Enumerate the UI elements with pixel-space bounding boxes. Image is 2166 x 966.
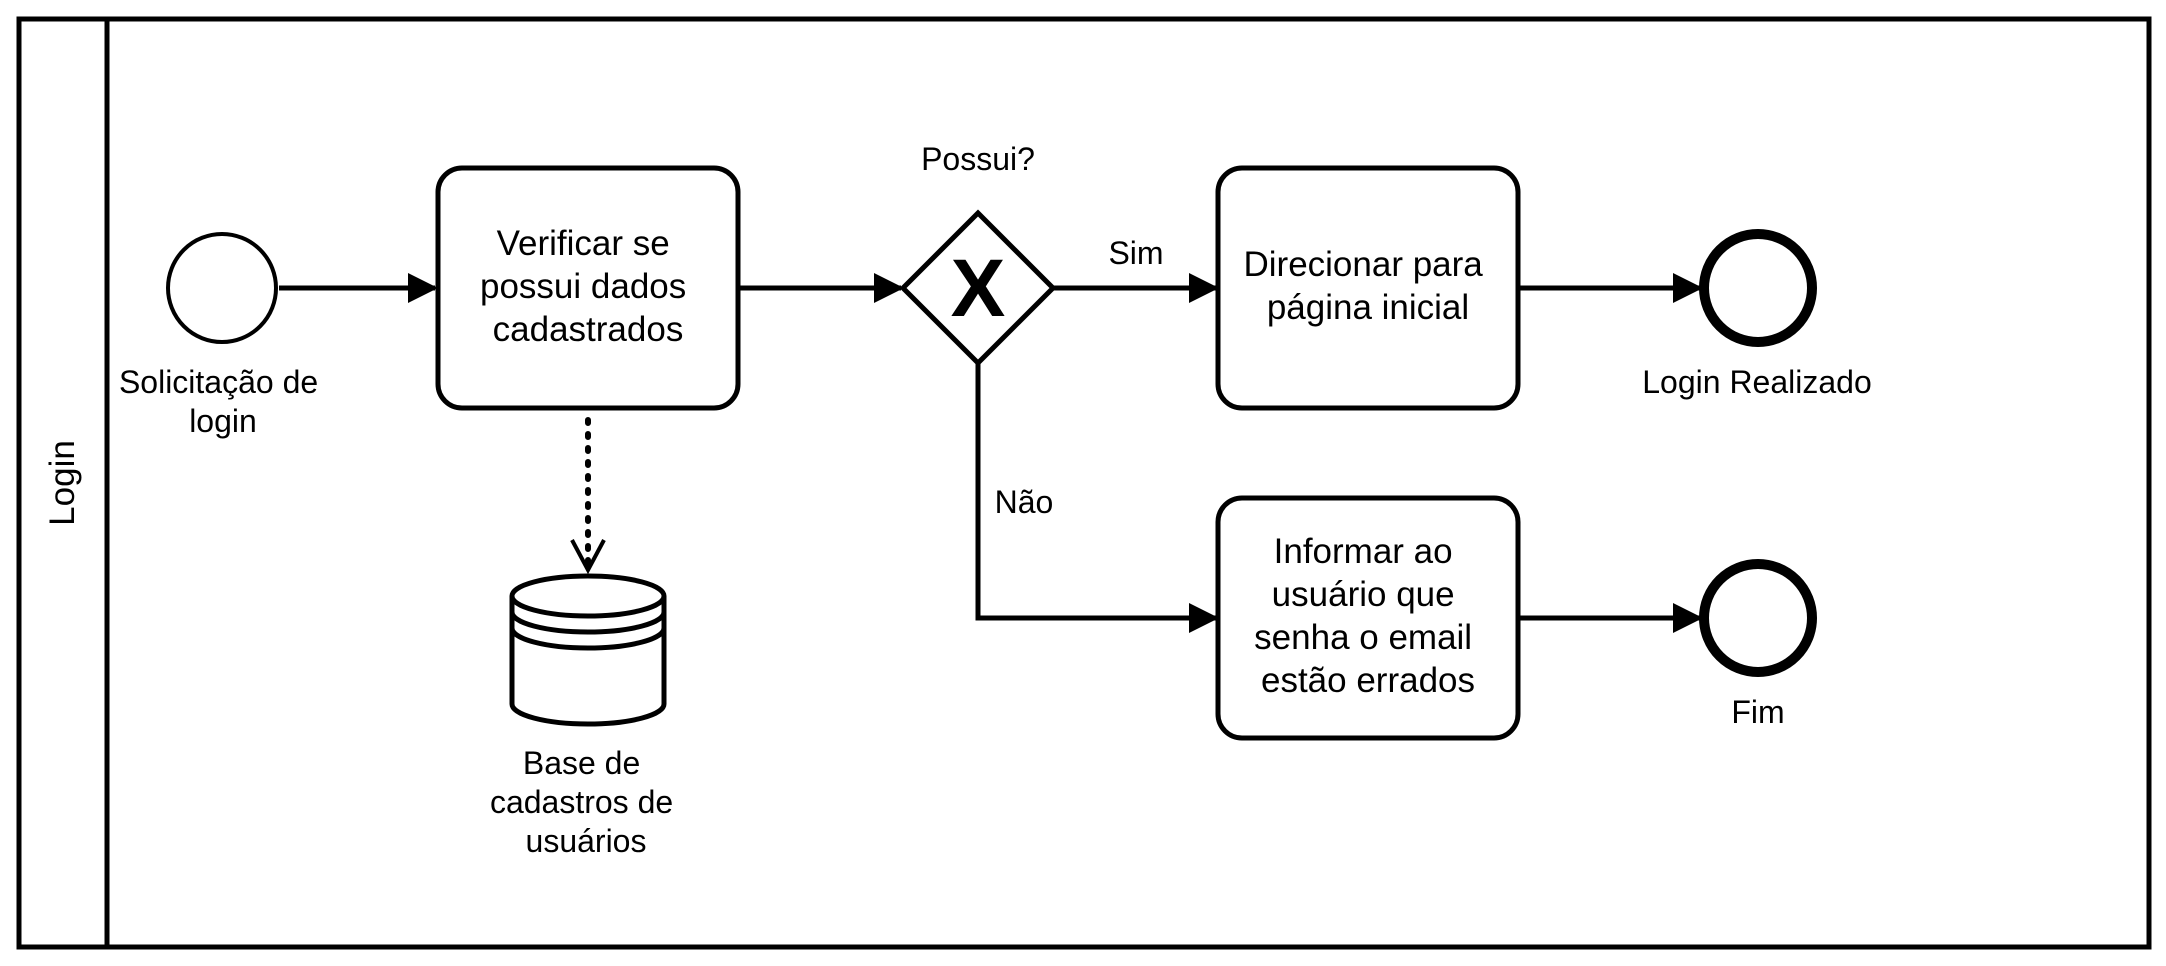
end-event-fail-label: Fim bbox=[1731, 694, 1784, 730]
datastore-ring-1 bbox=[509, 611, 667, 635]
task-redirect-label: Direcionar para página inicial bbox=[1243, 245, 1492, 327]
association-arrowhead bbox=[570, 539, 606, 575]
task-inform-label: Informar ao usuário que senha o email es… bbox=[1254, 532, 1482, 700]
task-redirect: Direcionar para página inicial bbox=[1215, 165, 1521, 411]
lane-label: Login bbox=[43, 440, 82, 526]
datastore-top bbox=[509, 573, 667, 619]
branch-yes-label: Sim bbox=[1108, 235, 1163, 271]
task-verify-label: Verificar se possui dados cadastrados bbox=[480, 224, 696, 349]
exclusive-gateway: Possui? X Sim Não bbox=[899, 141, 1164, 520]
flow-gateway-to-inform bbox=[975, 363, 1219, 633]
task-verify: Verificar se possui dados cadastrados bbox=[435, 165, 741, 411]
pool: Login bbox=[16, 16, 2152, 950]
end-event-fail-circle bbox=[1699, 559, 1817, 677]
task-inform: Informar ao usuário que senha o email es… bbox=[1215, 495, 1521, 741]
datastore: Base de cadastros de usuários bbox=[490, 573, 682, 859]
end-event-success-circle bbox=[1699, 229, 1817, 347]
datastore-ring-2 bbox=[509, 627, 667, 651]
sequence-flows bbox=[279, 273, 1703, 633]
datastore-label: Base de cadastros de usuários bbox=[490, 745, 682, 859]
start-event-circle bbox=[166, 232, 278, 344]
end-event-success-label: Login Realizado bbox=[1642, 364, 1872, 400]
gateway-question: Possui? bbox=[921, 141, 1035, 177]
task-inform-box bbox=[1215, 495, 1521, 741]
gateway-diamond bbox=[899, 209, 1057, 367]
gateway-x-marker: X bbox=[951, 243, 1006, 334]
branch-no-label: Não bbox=[995, 484, 1054, 520]
task-verify-box bbox=[435, 165, 741, 411]
start-event-label: Solicitação de login bbox=[119, 364, 327, 439]
end-event-success: Login Realizado bbox=[1642, 229, 1872, 400]
start-event: Solicitação de login bbox=[119, 232, 327, 439]
end-event-fail: Fim bbox=[1699, 559, 1817, 730]
data-association bbox=[570, 417, 606, 575]
pool-border bbox=[16, 16, 2152, 950]
task-redirect-box bbox=[1215, 165, 1521, 411]
